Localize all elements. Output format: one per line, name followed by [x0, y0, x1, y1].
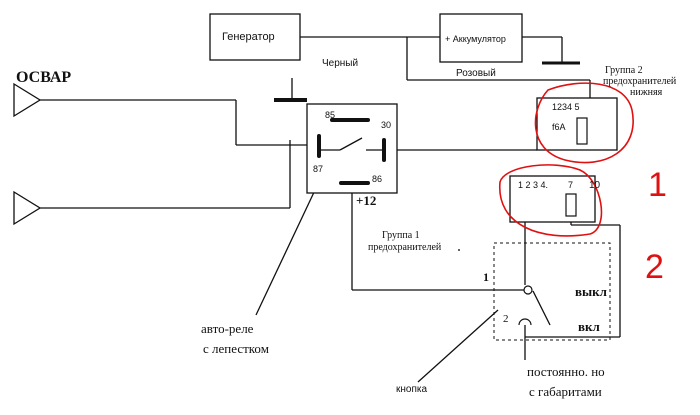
group1-pins: 1 2 3 4.	[518, 180, 548, 190]
switch-label-2: 2	[503, 313, 509, 325]
relay-switch-blade	[339, 137, 363, 151]
relay-terminals	[317, 118, 386, 185]
group2-label-3: нижняя	[630, 87, 663, 98]
osvar-label: ОСВАР	[16, 69, 71, 86]
generator-label: Генератор	[222, 31, 275, 43]
group1-label-2: предохранителей	[368, 242, 442, 253]
annotation-number-2: 2	[645, 248, 664, 286]
relay-pointer	[255, 187, 317, 316]
horn-2	[13, 190, 42, 226]
battery-box	[439, 13, 523, 63]
relay-85-label: 85	[325, 110, 335, 120]
horns	[13, 82, 42, 226]
group1-pin7: 7	[568, 180, 573, 190]
group2-rating: f6A	[552, 122, 566, 132]
group2-label-2: предохранителей	[603, 76, 677, 87]
switch-lever	[532, 290, 551, 326]
black-wire-label: Черный	[322, 58, 358, 69]
relay-30-label: 30	[381, 120, 391, 130]
off-label: выкл	[575, 284, 607, 299]
horn-1	[13, 82, 42, 118]
switch-contact-bottom	[518, 318, 532, 326]
fuse-group1-element	[565, 193, 577, 217]
fuse-group2-element	[576, 117, 588, 145]
group1-pin10: 10	[589, 180, 601, 191]
switch-contact-top	[523, 285, 533, 295]
generator-box	[209, 13, 301, 61]
constant-label-1: постоянно. но	[527, 364, 605, 379]
battery-label: + Аккумулятор	[445, 34, 506, 44]
relay-name-2: с лепестком	[203, 341, 269, 356]
button-label: кнопка	[396, 384, 427, 395]
relay-86-label: 86	[372, 174, 382, 184]
annotation-circle-group2	[534, 82, 634, 164]
relay-87-label: 87	[313, 164, 323, 174]
relay-switch	[319, 137, 384, 151]
button-pointer	[417, 309, 499, 383]
group2-pins: 1234 5	[552, 102, 580, 112]
plus12-label: +12	[356, 193, 376, 208]
annotation-circle-group1	[499, 164, 603, 237]
group1-label-1: Группа 1	[382, 230, 420, 241]
switch-label-1: 1	[483, 270, 489, 284]
button-box	[493, 242, 611, 341]
on-label: вкл	[578, 319, 600, 334]
wires	[38, 36, 621, 383]
group2-label-1: Группа 2	[605, 65, 643, 76]
constant-label-2: с габаритами	[529, 384, 602, 399]
annotations	[499, 82, 634, 237]
fuse-group1-box	[509, 175, 596, 223]
pink-wire-label: Розовый	[456, 68, 496, 79]
relay-name-1: авто-реле	[201, 321, 254, 336]
annotation-number-1: 1	[648, 166, 667, 204]
